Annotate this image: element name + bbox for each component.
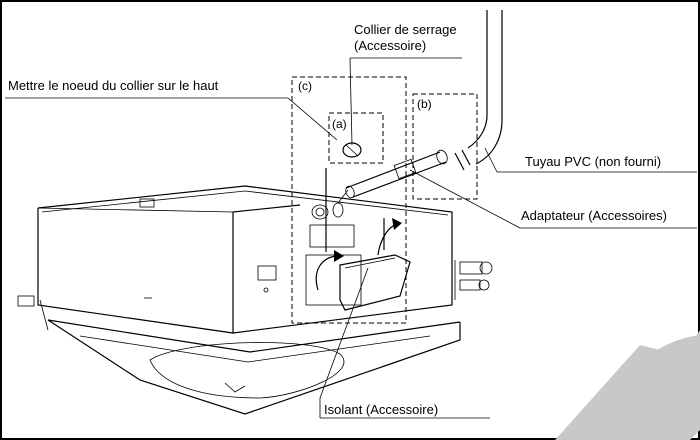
leader-lines bbox=[5, 57, 697, 419]
pvc-pipe-label: Tuyau PVC (non fourni) bbox=[525, 154, 661, 169]
watermark bbox=[555, 330, 700, 440]
knot-top-label: Mettre le noeud du collier sur le haut bbox=[8, 78, 219, 93]
adapter-label: Adaptateur (Accessoires) bbox=[521, 208, 667, 223]
detail-tag-a: (a) bbox=[332, 117, 347, 131]
detail-boxes bbox=[291, 76, 478, 324]
insulation-label: Isolant (Accessoire) bbox=[324, 402, 438, 417]
clamp-label-line2: (Accessoire) bbox=[354, 38, 426, 53]
drain-port bbox=[305, 168, 411, 311]
detail-tag-b: (b) bbox=[417, 97, 432, 111]
indoor-unit bbox=[17, 185, 493, 415]
pvc-pipe bbox=[454, 10, 503, 171]
drain-hose bbox=[332, 142, 448, 218]
detail-tag-c: (c) bbox=[298, 79, 312, 93]
clamp-label-line1: Collier de serrage bbox=[354, 22, 457, 37]
